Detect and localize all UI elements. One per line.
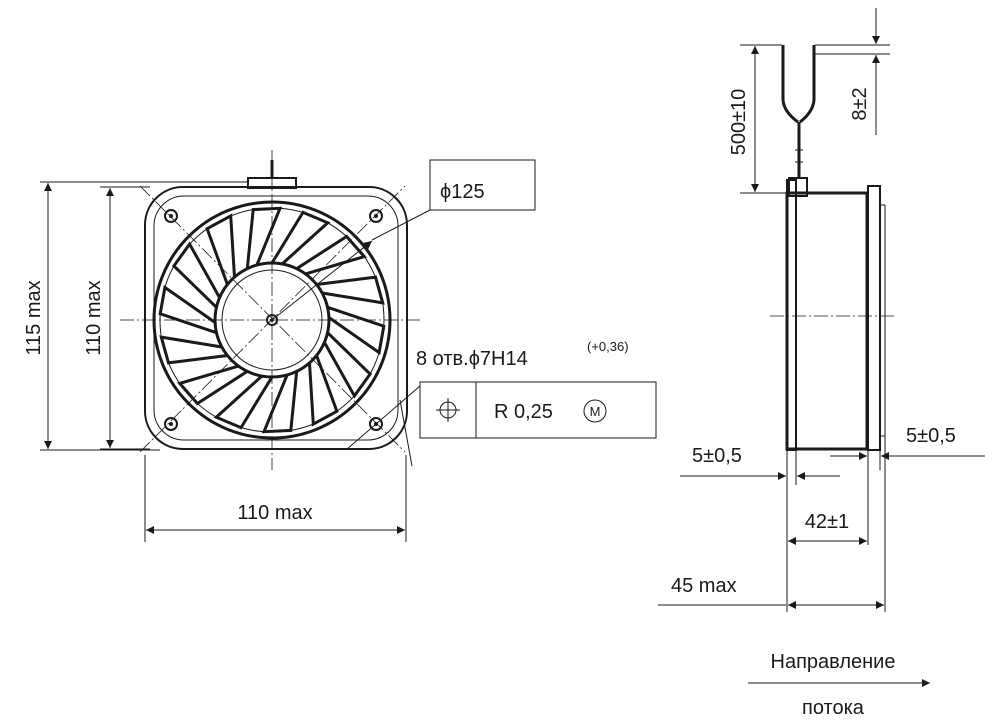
dim-height-outer: 115 max	[23, 280, 45, 355]
mounting-hole-tl	[164, 209, 178, 223]
flange-right	[867, 185, 881, 451]
holes-label: 8 отв.ϕ7H14	[416, 348, 528, 370]
dim-strip-length: 8±2	[849, 87, 871, 120]
side-view: 500±10 8±2 5±0,5 5±0,5 42±1 45 max Напра…	[658, 8, 985, 719]
fan-blade	[245, 206, 283, 269]
position-icon	[436, 398, 460, 422]
dim-height-inner: 110 max	[83, 280, 105, 355]
fan-blade	[205, 213, 236, 286]
flange-left	[786, 179, 797, 451]
fan-blade	[270, 210, 331, 266]
position-tolerance-value: R 0,25	[494, 401, 553, 423]
position-tolerance-frame	[419, 381, 657, 439]
dim-width: 110 max	[237, 502, 312, 524]
fan-blade	[308, 354, 339, 427]
mounting-hole-tr	[369, 209, 383, 223]
fan-blade	[316, 275, 385, 305]
lead-wire-left	[781, 45, 799, 124]
fan-blade	[323, 331, 373, 399]
flow-label-line1: Направление	[771, 651, 896, 673]
mounting-hole-br	[369, 417, 383, 431]
dim-total: 45 max	[671, 575, 737, 597]
lead-wire-right	[799, 45, 816, 124]
fan-blade	[213, 374, 274, 430]
fan-blade	[159, 335, 228, 365]
diameter-box	[429, 159, 536, 211]
mounting-hole-bl	[164, 417, 178, 431]
flow-label-line2: потока	[802, 697, 865, 719]
modifier-circle	[583, 399, 607, 423]
dim-flange-left: 5±0,5	[692, 445, 742, 467]
dim-lead-length: 500±10	[728, 89, 750, 156]
dim-flange-right: 5±0,5	[906, 425, 956, 447]
fan-blades	[158, 206, 386, 434]
fan-blade	[261, 371, 299, 434]
front-view: 115 max 110 max 110 max ϕ125 8 отв.ϕ7H14…	[23, 150, 657, 542]
fan-blade	[158, 284, 217, 335]
fan-blade	[295, 234, 367, 276]
holes-tolerance: (+0,36)	[587, 339, 629, 354]
fan-body-side	[785, 191, 869, 451]
fan-blade	[177, 364, 249, 406]
fan-blade	[171, 241, 221, 309]
dim-body: 42±1	[805, 511, 849, 533]
position-modifier: M	[590, 404, 601, 419]
fan-blade	[327, 305, 386, 356]
dim-diameter: ϕ125	[440, 181, 485, 203]
